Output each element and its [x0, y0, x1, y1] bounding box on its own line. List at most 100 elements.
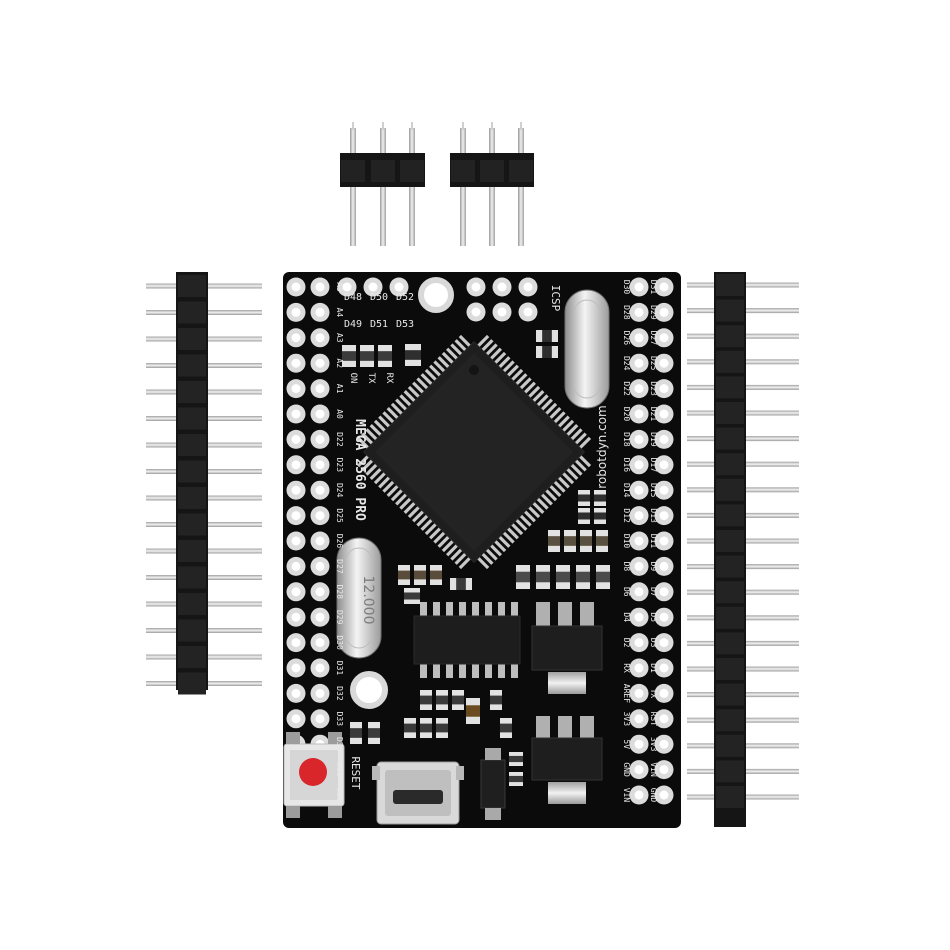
pin-label: D4: [622, 612, 631, 622]
pin-label: D27: [335, 559, 344, 574]
pin-label: D27: [649, 331, 658, 346]
pin-label: D7: [649, 587, 658, 597]
pin-label: D14: [622, 483, 631, 498]
pin-label: D36: [335, 788, 344, 803]
led-label: TX: [366, 373, 376, 384]
reset-button[interactable]: [283, 732, 345, 818]
pin-label: D3: [649, 638, 658, 648]
crystal-top-right: [564, 289, 610, 409]
pin-label: D29: [335, 610, 344, 625]
pcb-board: 12.000: [283, 272, 681, 828]
smd-component: [596, 530, 608, 552]
smd-component: [342, 345, 356, 367]
smd-passives: [342, 330, 610, 786]
led-labels: ON TX RX: [348, 373, 394, 384]
right-pin-header: [687, 272, 799, 827]
smd-component: [536, 565, 550, 589]
smd-component: [430, 565, 442, 585]
smd-component: [509, 772, 523, 786]
pin-label: D10: [622, 534, 631, 549]
pin-label: D31: [335, 661, 344, 676]
pin-label: 5V: [622, 739, 631, 749]
pin-label: D8: [622, 562, 631, 572]
pin-label: A2: [335, 358, 344, 368]
smd-component: [536, 346, 558, 358]
pin-label: D15: [649, 483, 658, 498]
pin-label: D25: [335, 508, 344, 523]
smd-component: [450, 578, 472, 590]
header-3pin-1: [340, 122, 425, 246]
mcu-leads: [356, 334, 592, 570]
pin-label: D35: [335, 762, 344, 777]
left-pin-header: [146, 272, 262, 695]
smd-component: [576, 565, 590, 589]
smd-component: [594, 490, 606, 506]
website-mark: robotdyn.com: [595, 405, 609, 488]
smd-component: [490, 690, 502, 710]
smd-component: [466, 698, 480, 724]
smd-component: [536, 330, 558, 342]
led-label: ON: [348, 373, 358, 384]
smd-component: [420, 690, 432, 710]
pin-label: D33: [335, 712, 344, 727]
smd-component: [405, 344, 421, 366]
micro-usb-port[interactable]: [372, 761, 464, 825]
smd-component: [516, 565, 530, 589]
crystal-bottom-left: 12.000: [336, 537, 382, 659]
protection-diode: [480, 748, 506, 820]
mounting-hole-top: [418, 277, 454, 313]
reset-label: RESET: [349, 756, 362, 789]
pin-label: D48: [344, 292, 362, 303]
smd-component: [556, 565, 570, 589]
pin-label: D16: [622, 458, 631, 473]
smd-component: [398, 565, 410, 585]
pin-label: 3V3: [649, 737, 658, 752]
pin-label: D5: [649, 612, 658, 622]
pin-label: TX: [649, 689, 658, 699]
pin-label: D6: [622, 587, 631, 597]
smd-component: [452, 690, 464, 710]
pin-label: RST: [649, 712, 658, 727]
smd-component: [548, 530, 560, 552]
smd-component: [420, 718, 432, 738]
pin-label: D26: [622, 331, 631, 346]
pin-label: D22: [622, 381, 631, 396]
pin-label: D26: [335, 534, 344, 549]
pin-label: AREF: [622, 684, 631, 703]
small-pin-headers: [340, 122, 534, 246]
smd-component: [360, 345, 374, 367]
smd-component: [378, 345, 392, 367]
led-label: RX: [384, 373, 394, 384]
left-column-labels: A5A4A3A2A1A0D22D23D24D25D26D27D28D29D30D…: [335, 282, 344, 802]
pin-label: D1: [649, 663, 658, 673]
mcu-chip: [356, 334, 592, 570]
pin-label: A4: [335, 308, 344, 318]
pin-label: D30: [335, 635, 344, 650]
smd-component: [596, 565, 610, 589]
pin-label: D49: [344, 319, 362, 330]
smd-component: [509, 752, 523, 766]
board-model-mark: MEGA 2560 PRO: [352, 419, 367, 521]
smd-component: [404, 588, 420, 604]
pin-label: D18: [622, 432, 631, 447]
pin-label: D21: [649, 407, 658, 422]
usb-serial-chip: [413, 602, 521, 678]
pin-label: VIN: [622, 788, 631, 803]
pin-label: D22: [335, 432, 344, 447]
pin-label: D20: [622, 407, 631, 422]
smd-component: [368, 722, 380, 744]
pin-label: D28: [335, 585, 344, 600]
smd-component: [404, 718, 416, 738]
pin-label: D32: [335, 686, 344, 701]
smd-component: [580, 530, 592, 552]
pin-label: D30: [622, 280, 631, 295]
smd-component: [436, 690, 448, 710]
pin-label: D24: [622, 356, 631, 371]
pin-label: D13: [649, 508, 658, 523]
pin-label: D51: [370, 319, 388, 330]
pin-label: D23: [335, 458, 344, 473]
pin-label: D34: [335, 737, 344, 752]
icsp-label: ICSP: [549, 285, 562, 312]
